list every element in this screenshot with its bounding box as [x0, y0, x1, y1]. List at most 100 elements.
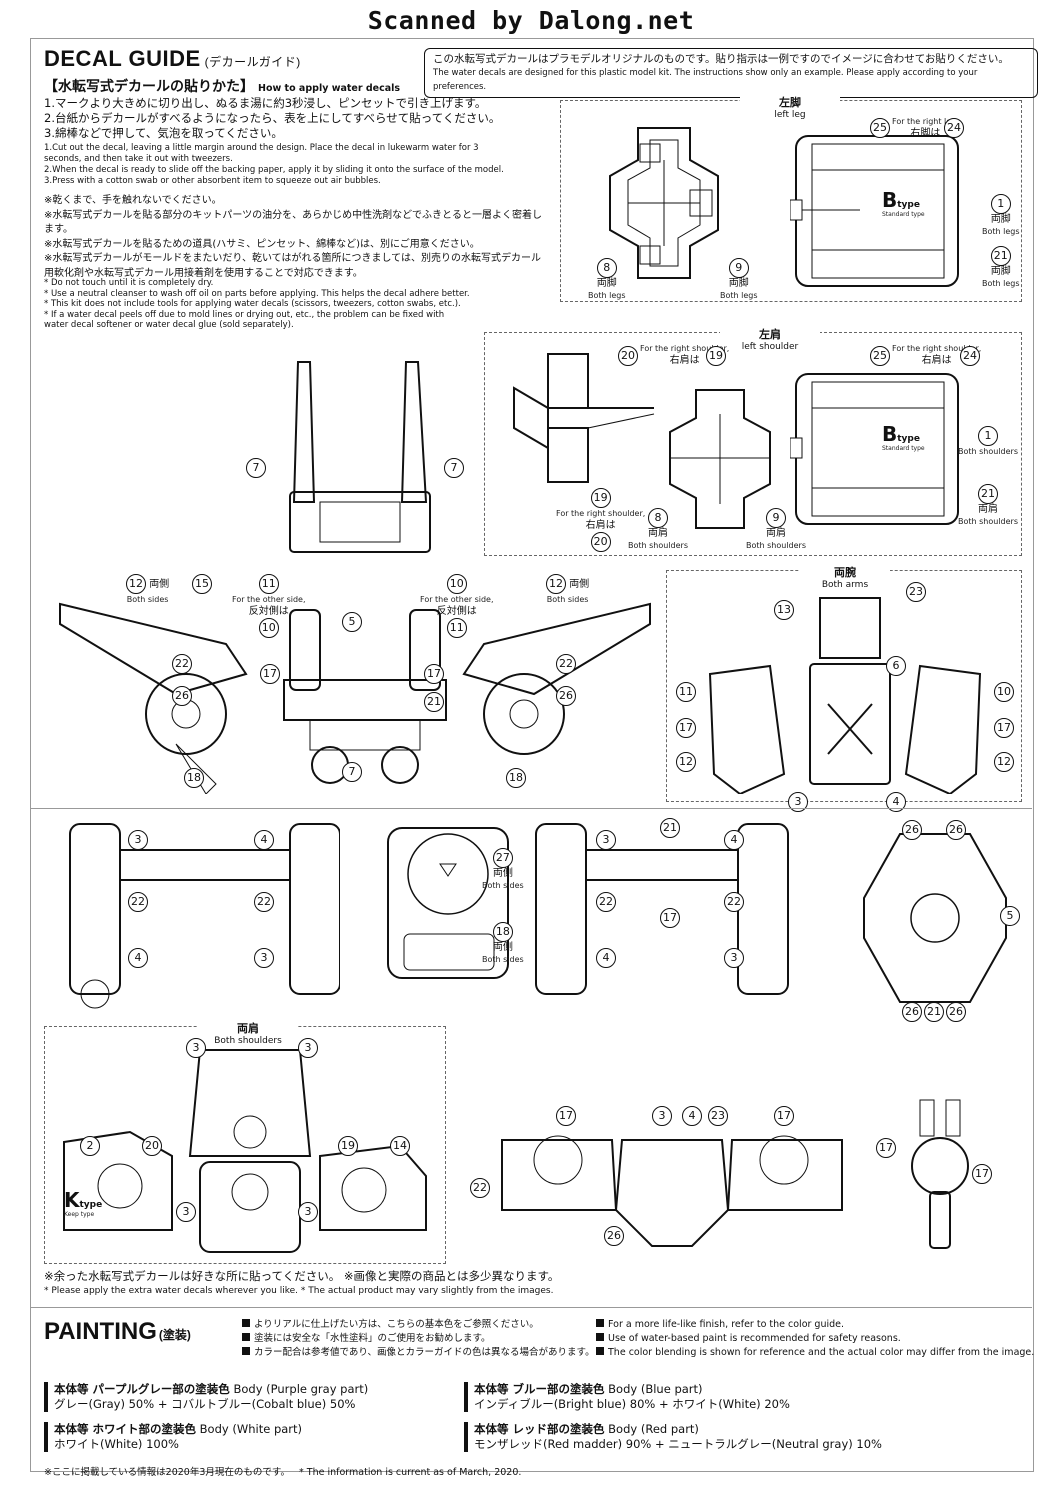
- callout-25-shoulder: 25: [870, 346, 890, 366]
- callout-5-hex: 5: [1000, 906, 1020, 926]
- callout-20-bs: 20: [142, 1136, 162, 1156]
- callout-3-arms: 3: [788, 792, 808, 812]
- notes-jp: ※乾くまで、手を触れないでください。 ※水転写式デカールを貼る部分のキットパーツ…: [44, 194, 544, 281]
- steps-jp: 1.マークより大きめに切り出し、ぬるま湯に約3秒浸し、ピンセットで引き上げます。…: [44, 96, 564, 141]
- callout-12-arms-l: 12: [676, 752, 696, 772]
- step-en: seconds, and then take it out with tweez…: [44, 154, 233, 164]
- callout-11-arms: 11: [676, 682, 696, 702]
- callout-13-arms: 13: [774, 600, 794, 620]
- callout-5-body: 5: [342, 612, 362, 632]
- callout-23-arms: 23: [906, 582, 926, 602]
- callout-17-knee2: 17: [972, 1164, 992, 1184]
- paint-note-en: For a more life-like finish, refer to th…: [596, 1318, 1034, 1332]
- method-heading: 【水転写式デカールの貼りかた】How to apply water decals: [44, 79, 401, 95]
- left-leg-armor-drawing: [790, 135, 959, 287]
- callout-3-w2: 3: [596, 830, 616, 850]
- callout-17-right: 17: [424, 664, 444, 684]
- hip-drawings: [501, 1135, 843, 1247]
- right-wing-drawing: [462, 602, 651, 755]
- paint-white: 本体等 ホワイト部の塗装色 Body (White part) ホワイト(Whi…: [44, 1422, 302, 1452]
- callout-3-w2b: 3: [724, 948, 744, 968]
- callout-3-bs3: 3: [176, 1202, 196, 1222]
- callout-22-hip: 22: [470, 1178, 490, 1198]
- callout-21-hex: 21: [924, 1002, 944, 1022]
- note: ※水転写式デカールがモールドをまたいだり、乾いてはがれる箇所につきましては、別売…: [44, 253, 541, 279]
- notice-box: この水転写式デカールはプラモデルオリジナルのものです。貼り指示は一例ですのでイメ…: [424, 48, 1038, 98]
- notes-en: * Do not touch until it is completely dr…: [44, 278, 564, 331]
- callout-26-hip: 26: [604, 1226, 624, 1246]
- step: 2.台紙からデカールがすべるようになったら、表を上にしてすべらせて貼ってください…: [44, 111, 501, 125]
- backplate-drawing: [387, 827, 509, 979]
- callout-3-bs4: 3: [298, 1202, 318, 1222]
- note-en: * Do not touch until it is completely dr…: [44, 278, 214, 288]
- knee-joint-drawing: [911, 1099, 969, 1249]
- painting-separator: [30, 1307, 1032, 1308]
- note-en: * This kit does not include tools for ap…: [44, 299, 461, 309]
- notice-jp: この水転写式デカールはプラモデルオリジナルのものです。貼り指示は一例ですのでイメ…: [433, 53, 1009, 65]
- paint-note: よりリアルに仕上げたい方は、こちらの基本色をご参照ください。: [242, 1318, 595, 1332]
- callout-19-bs: 19: [338, 1136, 358, 1156]
- callout-3-bs1: 3: [186, 1038, 206, 1058]
- extra-note-jp: ※余った水転写式デカールは好きな所に貼ってください。 ※画像と実際の商品とは多少…: [44, 1269, 560, 1283]
- callout-21-body: 21: [424, 692, 444, 712]
- note-en: water decal softener or water decal glue…: [44, 320, 294, 330]
- footer-note: ※ここに掲載している情報は2020年3月現在のものです。 * The infor…: [44, 1467, 522, 1478]
- paint-note-en: The color blending is shown for referenc…: [596, 1346, 1034, 1360]
- step: 1.マークより大きめに切り出し、ぬるま湯に約3秒浸し、ピンセットで引き上げます。: [44, 96, 487, 110]
- callout-3-w1b: 3: [254, 948, 274, 968]
- callout-17-hip1: 17: [556, 1106, 576, 1126]
- callout-4-arms: 4: [886, 792, 906, 812]
- callout-4-w1b: 4: [128, 948, 148, 968]
- callout-2: 2: [80, 1136, 100, 1156]
- step-en: 3.Press with a cotton swab or other abso…: [44, 176, 381, 186]
- painting-title: PAINTING(塗装): [44, 1318, 191, 1345]
- left-leg-hex-drawing: [609, 127, 719, 279]
- callout-7-bottom: 7: [342, 762, 362, 782]
- waist-front-drawing: [69, 823, 340, 1009]
- extra-note-en: * Please apply the extra water decals wh…: [44, 1286, 554, 1296]
- hex-crotch-drawing: [863, 833, 1007, 1003]
- callout-12-arms-r: 12: [994, 752, 1014, 772]
- right-shoulder-note-2: For the right shoulder,右肩は: [892, 344, 982, 366]
- paint-note: 塗装には安全な「水性塗料」のご使用をお勧めします。: [242, 1332, 595, 1346]
- callout-15: 15: [192, 574, 212, 594]
- paint-blue: 本体等 ブルー部の塗装色 Body (Blue part) インディブルー(Br…: [464, 1382, 790, 1412]
- callout-17-w2: 17: [660, 908, 680, 928]
- callout-7-right: 7: [444, 458, 464, 478]
- callout-26-h1: 26: [902, 820, 922, 840]
- callout-4-w2b: 4: [596, 948, 616, 968]
- note: ※乾くまで、手を触れないでください。: [44, 195, 222, 206]
- callout-22-left: 22: [172, 654, 192, 674]
- callout-3-w1: 3: [128, 830, 148, 850]
- callout-23-hip: 23: [708, 1106, 728, 1126]
- callout-26-h4: 26: [946, 1002, 966, 1022]
- callout-17-arms-r: 17: [994, 718, 1014, 738]
- note-en: * Use a neutral cleanser to wash off oil…: [44, 288, 470, 299]
- painting-notes-jp: よりリアルに仕上げたい方は、こちらの基本色をご参照ください。 塗装には安全な「水…: [242, 1318, 595, 1360]
- callout-10-arms: 10: [994, 682, 1014, 702]
- callout-24-leg: 24: [944, 118, 964, 138]
- paint-red: 本体等 レッド部の塗装色 Body (Red part) モンザレッド(Red …: [464, 1422, 882, 1452]
- shoulder-armor-drawing: [790, 373, 959, 525]
- steps-en: 1.Cut out the decal, leaving a little ma…: [44, 143, 564, 187]
- paint-purple-gray: 本体等 パープルグレー部の塗装色 Body (Purple gray part)…: [44, 1382, 368, 1412]
- callout-4-hip: 4: [682, 1106, 702, 1126]
- page-frame: [30, 38, 1034, 1472]
- callout-26-left: 26: [172, 686, 192, 706]
- step: 3.綿棒などで押して、気泡を取ってください。: [44, 126, 283, 140]
- notice-en: The water decals are designed for this p…: [433, 68, 978, 92]
